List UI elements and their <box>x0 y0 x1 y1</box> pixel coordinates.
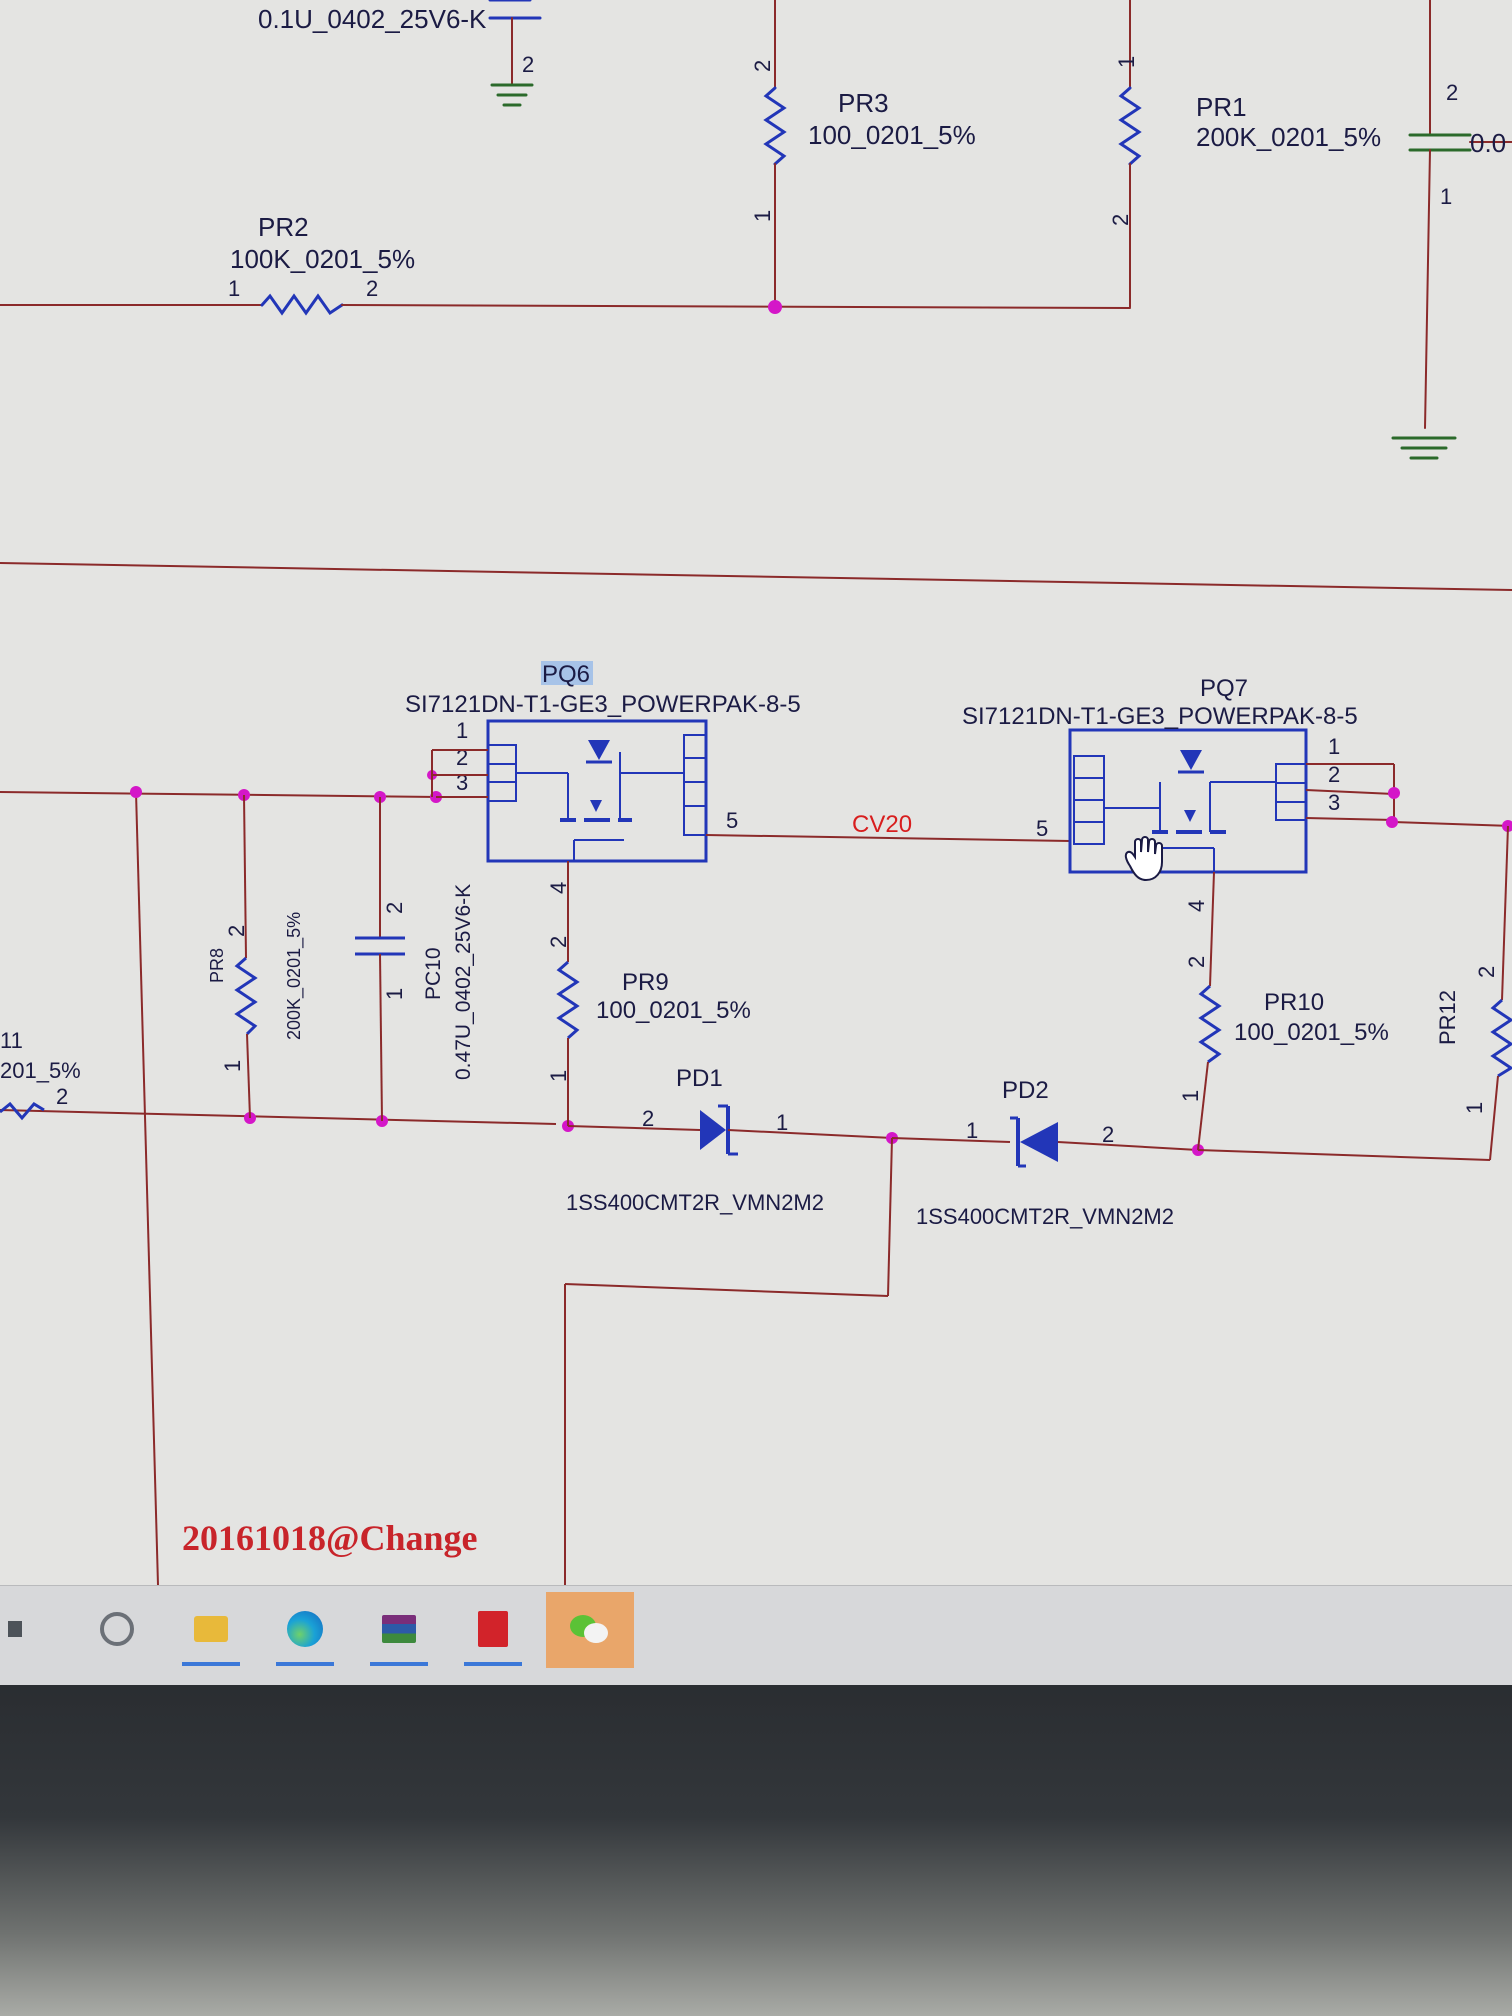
pc10-value: 0.47U_0402_25V6-K <box>452 884 475 1080</box>
pr2-ref: PR2 <box>258 212 309 242</box>
pr1-value: 200K_0201_5% <box>1196 122 1381 152</box>
pr8-resistor-symbol[interactable] <box>234 956 258 1036</box>
pr12-resistor-symbol[interactable] <box>1490 998 1512 1078</box>
pd1-pin2: 2 <box>642 1106 654 1131</box>
pq7-pin5: 5 <box>1036 816 1048 841</box>
pd1-ref: PD1 <box>676 1065 723 1092</box>
pr2-value: 100K_0201_5% <box>230 244 415 274</box>
pd2-ref: PD2 <box>1002 1077 1049 1104</box>
pd2-pin1: 1 <box>966 1118 978 1143</box>
pr3-resistor-symbol[interactable] <box>763 86 787 166</box>
start-button[interactable] <box>0 1598 30 1660</box>
laptop-bezel <box>0 1685 1512 2016</box>
file-explorer-icon[interactable] <box>176 1598 246 1666</box>
junction-dot <box>130 786 142 798</box>
pr12-ref: PR12 <box>1435 990 1460 1045</box>
pr8-value: 200K_0201_5% <box>284 912 305 1040</box>
left-partial-pin: 2 <box>56 1084 68 1109</box>
pd1-pin1: 1 <box>776 1110 788 1135</box>
pc10-pin2: 2 <box>382 902 407 914</box>
pr1-resistor-symbol[interactable] <box>1118 86 1142 166</box>
schematic-editor-window[interactable]: 0.1U_0402_25V6-K 2 2 1 PR3 100_0201_5% 1… <box>0 0 1512 1620</box>
pd2-part: 1SS400CMT2R_VMN2M2 <box>916 1204 1174 1229</box>
pr10-ref: PR10 <box>1264 989 1324 1016</box>
edge-browser-icon[interactable] <box>270 1598 340 1666</box>
pr10-pin2: 2 <box>1184 956 1209 968</box>
pr1-pin-bottom: 2 <box>1108 214 1133 226</box>
pr3-value: 100_0201_5% <box>808 120 976 150</box>
left-partial-resistor-symbol[interactable] <box>0 1101 45 1121</box>
pc10-pin1: 1 <box>382 988 407 1000</box>
bottom-circuit-section: PR8 200K_0201_5% 2 1 2 1 PC10 0.47U_0402… <box>0 661 1512 1586</box>
pr2-pin1: 1 <box>228 276 240 301</box>
pr1-ref: PR1 <box>1196 92 1247 122</box>
pr10-pin1: 1 <box>1178 1090 1203 1102</box>
pq7-pin4: 4 <box>1184 900 1209 912</box>
right-cap-pin-top: 2 <box>1446 80 1458 105</box>
change-note: 20161018@Change <box>182 1518 478 1558</box>
pq6-ref: PQ6 <box>542 661 590 688</box>
cap-value-label: 0.1U_0402_25V6-K <box>258 4 487 34</box>
pr8-ref: PR8 <box>207 948 227 983</box>
left-partial-value: 201_5% <box>0 1058 81 1083</box>
pd2-pin2: 2 <box>1102 1122 1114 1147</box>
net-label-cv20[interactable]: CV20 <box>852 811 912 838</box>
pr9-pin1: 1 <box>546 1070 571 1082</box>
pr3-ref: PR3 <box>838 88 889 118</box>
junction-dot <box>1388 787 1400 799</box>
pd2-diode-symbol[interactable] <box>1010 1116 1058 1168</box>
top-circuit-section: 0.1U_0402_25V6-K 2 2 1 PR3 100_0201_5% 1… <box>0 0 1512 460</box>
pq6-pin4: 4 <box>546 882 571 894</box>
pr8-pin2: 2 <box>224 925 249 937</box>
pr8-pin1: 1 <box>220 1060 245 1072</box>
junction-dot <box>1386 816 1398 828</box>
archive-app-icon[interactable] <box>364 1598 434 1666</box>
ground-symbol-right <box>1391 436 1457 460</box>
pr9-pin2: 2 <box>546 936 571 948</box>
pq7-pin3: 3 <box>1328 790 1340 815</box>
pq7-pin2: 2 <box>1328 762 1340 787</box>
pr2-pin2: 2 <box>366 276 378 301</box>
section-divider <box>0 562 1512 591</box>
cap-pin-label: 2 <box>522 52 534 77</box>
junction-dot <box>768 300 782 314</box>
pr10-resistor-symbol[interactable] <box>1198 984 1222 1064</box>
pr3-pin-top: 2 <box>750 60 775 72</box>
cap-0.1u-fragment[interactable] <box>488 0 542 107</box>
schematic-canvas[interactable]: 0.1U_0402_25V6-K 2 2 1 PR3 100_0201_5% 1… <box>0 0 1512 1620</box>
left-partial-ref: 11 <box>0 1028 23 1053</box>
search-icon[interactable] <box>82 1598 152 1660</box>
pq6-pin5: 5 <box>726 808 738 833</box>
pr3-pin-bottom: 1 <box>750 210 775 222</box>
hand-cursor-icon <box>1124 836 1163 882</box>
right-cap-value: 0.0 <box>1470 128 1506 158</box>
pr12-pin2: 2 <box>1474 966 1499 978</box>
pr9-ref: PR9 <box>622 969 669 996</box>
pq6-pin1: 1 <box>456 718 468 743</box>
pq7-pin1: 1 <box>1328 734 1340 759</box>
pq6-pin3: 3 <box>456 770 468 795</box>
pq6-part: SI7121DN-T1-GE3_POWERPAK-8-5 <box>405 691 801 718</box>
pr9-value: 100_0201_5% <box>596 997 751 1024</box>
pq6-ref-highlight <box>541 661 593 685</box>
windows-taskbar <box>0 1585 1512 1686</box>
pd1-part: 1SS400CMT2R_VMN2M2 <box>566 1190 824 1215</box>
pq7-part: SI7121DN-T1-GE3_POWERPAK-8-5 <box>962 703 1358 730</box>
pdf-reader-icon[interactable] <box>458 1598 528 1666</box>
wechat-icon[interactable] <box>546 1592 634 1668</box>
pr2-resistor-symbol[interactable] <box>260 293 344 316</box>
pq7-ref: PQ7 <box>1200 675 1248 702</box>
right-cap-pin-bottom: 1 <box>1440 184 1452 209</box>
pr12-pin1: 1 <box>1462 1102 1487 1114</box>
pc10-capacitor-symbol[interactable] <box>355 936 405 956</box>
pr10-value: 100_0201_5% <box>1234 1019 1389 1046</box>
pr1-pin-top: 1 <box>1114 56 1139 68</box>
pc10-ref: PC10 <box>422 947 445 1000</box>
pr9-resistor-symbol[interactable] <box>556 960 580 1040</box>
pq7-mosfet[interactable] <box>1068 728 1308 874</box>
pq6-pin2: 2 <box>456 745 468 770</box>
pq6-mosfet[interactable] <box>486 719 708 863</box>
